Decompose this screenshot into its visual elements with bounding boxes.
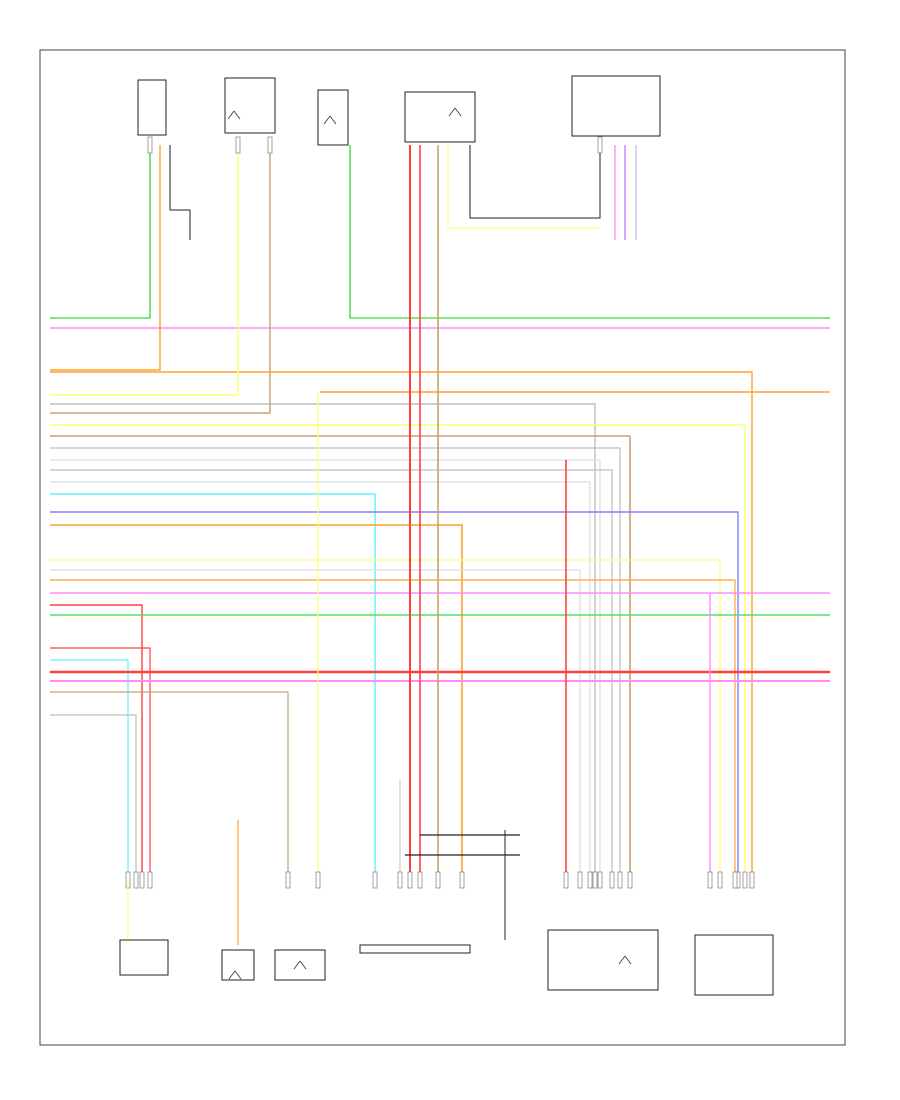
connector-pin (435, 871, 441, 889)
connector-pin (407, 871, 413, 889)
connector-pin (397, 871, 403, 889)
connector-pin (732, 871, 738, 889)
connector-pin (459, 871, 465, 889)
connector-pin (609, 871, 615, 889)
wire-12 (50, 459, 601, 880)
component-box-9 (547, 929, 659, 991)
switch-symbol-4 (293, 960, 307, 970)
wire-13 (50, 469, 613, 880)
wires-layer (50, 136, 830, 945)
connector-pin (563, 871, 569, 889)
connector-pin (592, 871, 598, 889)
connector-pin (707, 871, 713, 889)
switch-symbol-5 (618, 955, 632, 965)
component-box-7 (274, 949, 326, 981)
wire-28 (50, 691, 289, 880)
wire-7 (50, 403, 596, 880)
connector-pin (147, 871, 153, 889)
wire-4 (50, 371, 753, 880)
connector-pin (235, 136, 241, 154)
wire-10 (50, 435, 631, 880)
wire-0 (50, 145, 151, 319)
wire-29 (50, 714, 137, 880)
switch-symbol-2 (227, 110, 241, 120)
connector-pin (147, 136, 153, 154)
connector-pin (717, 871, 723, 889)
connector-pin (417, 871, 423, 889)
component-box-3 (404, 91, 476, 143)
switch-symbol-3 (228, 970, 242, 980)
wire-22 (50, 604, 143, 880)
wire-11 (50, 447, 621, 880)
wire-9 (50, 424, 746, 880)
switch-symbol-1 (448, 107, 462, 117)
connector-pin (267, 136, 273, 154)
connector-pin (285, 871, 291, 889)
wire-20 (50, 579, 736, 880)
wire-15 (50, 493, 376, 880)
diagram-frame (39, 49, 846, 1046)
component-box-0 (137, 79, 167, 136)
connector-pin (617, 871, 623, 889)
wire-42 (169, 145, 191, 240)
wire-6 (50, 145, 239, 396)
connector-pin (597, 136, 603, 154)
wire-41 (469, 145, 601, 219)
component-box-2 (317, 89, 349, 146)
connector-pin (139, 871, 145, 889)
connector-pin (597, 871, 603, 889)
connector-pin (587, 871, 593, 889)
wire-8 (50, 145, 271, 414)
component-box-6 (221, 949, 255, 981)
wire-18 (50, 559, 721, 880)
connector-pin (627, 871, 633, 889)
wire-1 (349, 145, 830, 319)
component-box-8 (359, 944, 471, 954)
wire-25 (50, 659, 129, 880)
connector-pin (315, 871, 321, 889)
component-box-5 (119, 939, 169, 976)
connector-pin (577, 871, 583, 889)
components-layer (119, 75, 774, 996)
wire-24 (50, 647, 151, 880)
connector-pin (742, 871, 748, 889)
connector-pin (133, 871, 139, 889)
switch-symbol-0 (323, 115, 337, 125)
wire-19 (50, 569, 581, 880)
connector-pin (749, 871, 755, 889)
wire-17 (50, 524, 463, 880)
wire-14 (50, 481, 591, 880)
wire-37 (447, 145, 600, 229)
connector-pin (372, 871, 378, 889)
component-box-1 (224, 77, 276, 134)
wire-3 (50, 145, 161, 371)
component-box-4 (571, 75, 661, 137)
component-box-10 (694, 934, 774, 996)
wire-16 (50, 511, 739, 880)
